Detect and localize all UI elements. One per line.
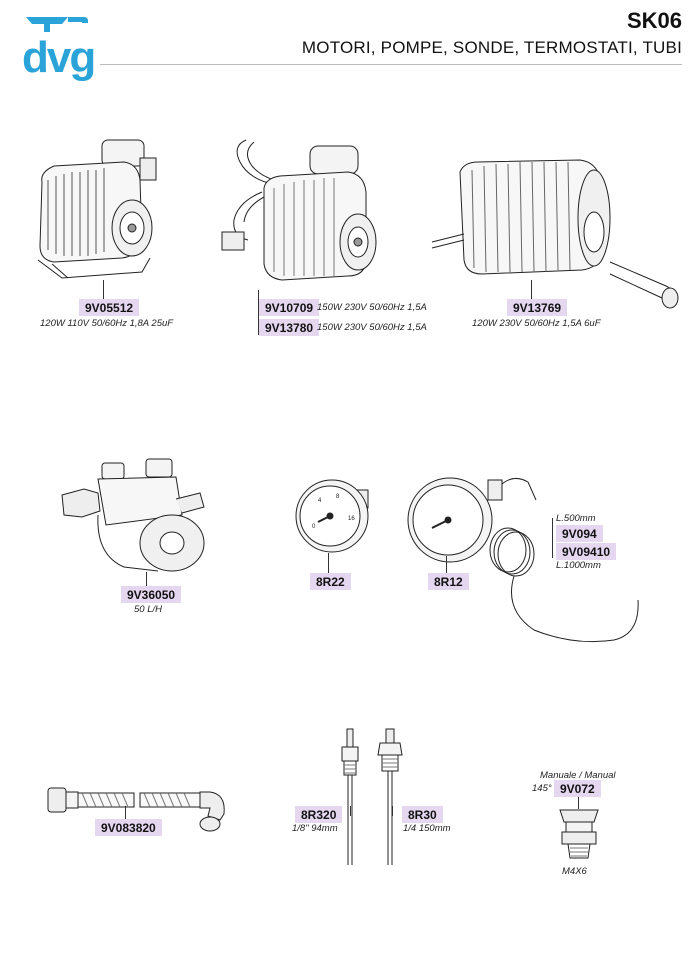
probe-1-drawing [336,727,364,867]
svg-text:16: 16 [348,516,355,522]
probe-2-spec: 1/4 150mm [403,823,451,834]
thermostat-code[interactable]: 9V072 [554,780,601,797]
gauge-1-code[interactable]: 8R22 [310,573,351,590]
pump-spec: 50 L/H [134,604,162,615]
dvg-logo: dvg [22,14,102,84]
motor-3-drawing [430,152,690,302]
probe-2-code[interactable]: 8R30 [402,806,443,823]
motor-3-code[interactable]: 9V13769 [507,299,568,316]
motor-1-code[interactable]: 9V05512 [79,299,140,316]
motor-1-drawing [32,132,167,282]
gauge-1-leader [328,553,329,573]
pump-code[interactable]: 9V36050 [121,586,182,603]
motor-2b-code[interactable]: 9V13780 [259,319,320,336]
capillary-leader [552,518,553,558]
probe-1-leader [350,806,351,816]
probe-1-code[interactable]: 8R320 [295,806,343,823]
probe-2-leader [392,806,393,816]
pump-leader [146,572,147,587]
svg-text:4: 4 [318,498,322,504]
hose-drawing [44,778,234,838]
gauge-2-leader [446,556,447,573]
capillary-a-length: L.500mm [556,513,596,524]
capillary-a-code[interactable]: 9V094 [556,525,603,542]
motor-1-spec: 120W 110V 50/60Hz 1,8A 25uF [40,318,174,329]
thermostat-mode: Manuale / Manual [540,770,616,781]
capillary-b-code[interactable]: 9V09410 [556,543,617,560]
gauge-2-drawing [404,470,654,650]
pump-drawing [58,455,208,585]
motor-2a-code[interactable]: 9V10709 [259,299,320,316]
thermostat-angle: 145° [532,783,552,794]
motor-1-leader [103,280,104,300]
motor-3-leader [531,280,532,300]
thermostat-thread: M4X6 [562,866,587,877]
svg-text:8: 8 [336,494,340,500]
hose-code[interactable]: 9V083820 [95,819,162,836]
hose-leader [125,806,126,820]
logo-text: dvg [22,33,96,82]
thermostat-drawing [554,806,604,866]
probe-2-drawing [372,727,408,867]
thermostat-leader [578,797,579,809]
catalog-code: SK06 [626,8,682,33]
motor-2b-spec: 150W 230V 50/60Hz 1,5A [317,322,427,333]
header-divider [100,64,682,65]
catalog-subtitle: MOTORI, POMPE, SONDE, TERMOSTATI, TUBI [301,38,682,57]
svg-text:0: 0 [312,524,316,530]
gauge-1-drawing: 0 4 8 16 [292,476,382,556]
motor-2-drawing [218,132,388,292]
motor-2a-spec: 150W 230V 50/60Hz 1,5A [317,302,427,313]
coffee-cup-icon [26,17,88,32]
capillary-b-length: L.1000mm [556,560,601,571]
motor-3-spec: 120W 230V 50/60Hz 1,5A 6uF [472,318,601,329]
probe-1-spec: 1/8" 94mm [292,823,338,834]
gauge-2-code[interactable]: 8R12 [428,573,469,590]
motor-2-leader [258,290,259,335]
